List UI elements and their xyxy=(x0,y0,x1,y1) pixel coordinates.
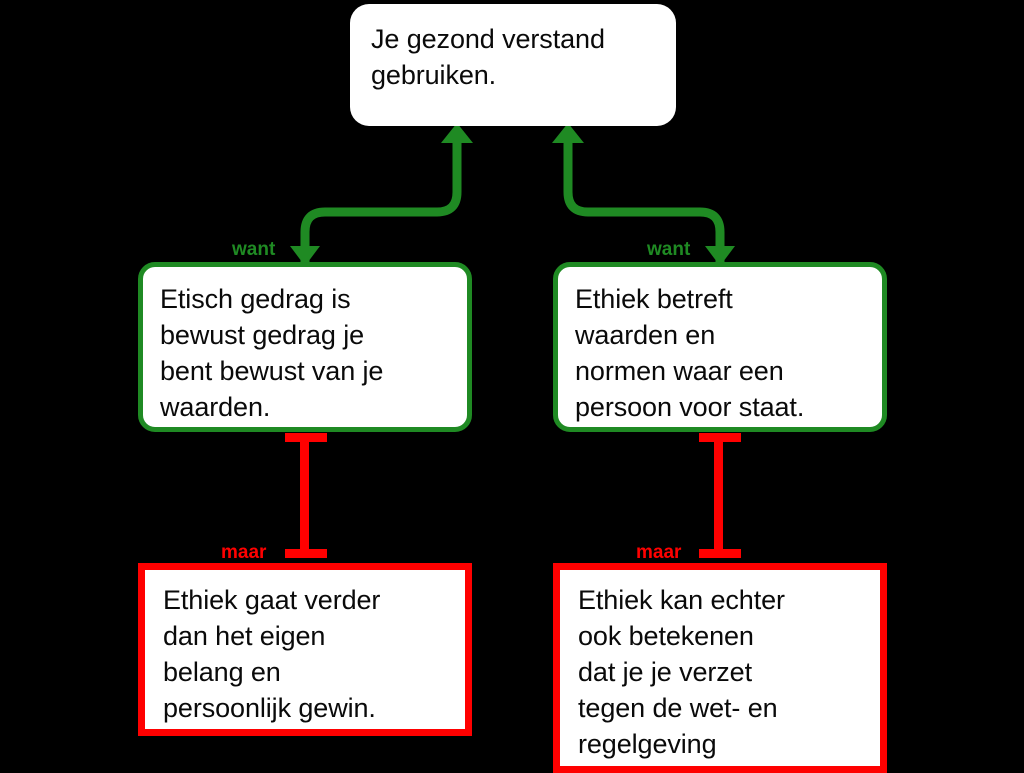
edge-label-maar-right[interactable]: maar xyxy=(636,542,682,563)
reason-node-left[interactable]: Etisch gedrag is bewust gedrag je bent b… xyxy=(138,262,472,432)
connector-maar-left xyxy=(285,433,327,558)
connector-want-right xyxy=(552,123,735,266)
reason-node-right-text: Ethiek betreft waarden en normen waar ee… xyxy=(575,284,805,422)
objection-node-right-text: Ethiek kan echter ook betekenen dat je j… xyxy=(578,585,785,759)
connector-want-left xyxy=(290,123,473,266)
edge-label-want-right[interactable]: want xyxy=(647,239,691,260)
reason-node-left-text: Etisch gedrag is bewust gedrag je bent b… xyxy=(160,284,384,422)
connector-maar-right xyxy=(699,433,741,558)
objection-node-right[interactable]: Ethiek kan echter ook betekenen dat je j… xyxy=(553,563,887,773)
objection-node-left[interactable]: Ethiek gaat verder dan het eigen belang … xyxy=(138,563,472,736)
reason-node-right[interactable]: Ethiek betreft waarden en normen waar ee… xyxy=(553,262,887,432)
claim-node-root-text: Je gezond verstand gebruiken. xyxy=(371,24,605,90)
objection-node-left-text: Ethiek gaat verder dan het eigen belang … xyxy=(163,585,381,723)
edge-label-maar-left[interactable]: maar xyxy=(221,542,267,563)
claim-node-root[interactable]: Je gezond verstand gebruiken. xyxy=(350,4,676,126)
edge-label-want-left[interactable]: want xyxy=(232,239,276,260)
